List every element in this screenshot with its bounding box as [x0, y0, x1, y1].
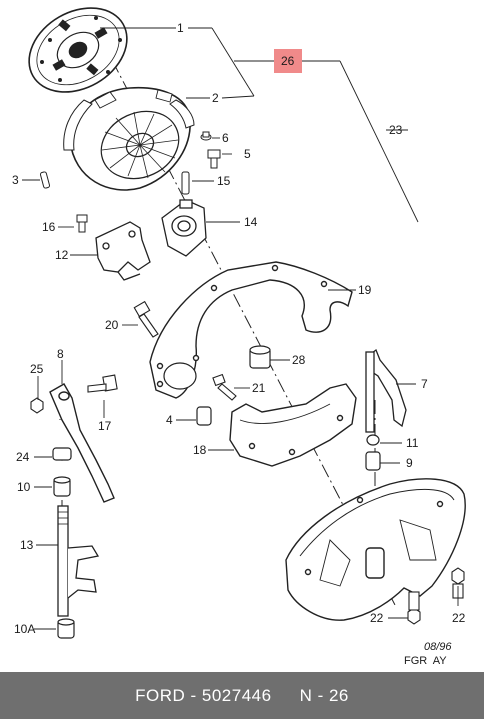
exploded-parts-diagram: 1 2 3 4 5 6 7 8 9 10 10A 11 12 13 14 15 …: [12, 7, 466, 667]
callout-25: 25: [30, 362, 44, 376]
bell-housing: [285, 478, 466, 621]
footer-page: N - 26: [299, 685, 349, 705]
callout-28: 28: [292, 353, 306, 367]
callout-10a: 10A: [14, 622, 35, 636]
pin-11: [366, 434, 380, 446]
release-shaft: [57, 505, 100, 617]
callout-17: 17: [98, 419, 112, 433]
release-clip: [95, 221, 151, 281]
bolt-5: [207, 149, 221, 169]
callout-12: 12: [55, 248, 69, 262]
washer-6: [200, 131, 212, 141]
callout-1: 1: [177, 21, 184, 35]
bushing-24: [52, 447, 72, 461]
callout-26: 26: [281, 54, 295, 68]
callout-10: 10: [17, 480, 31, 494]
callout-20: 20: [105, 318, 119, 332]
callout-15: 15: [217, 174, 231, 188]
callout-leaders: [22, 27, 459, 630]
callout-8: 8: [57, 347, 64, 361]
dowel-pin: [39, 171, 51, 189]
ring-10: [53, 476, 71, 497]
release-bearing: [161, 199, 207, 257]
callout-3: 3: [12, 173, 19, 187]
callout-2: 2: [212, 91, 219, 105]
pin-15: [181, 171, 190, 195]
callout-11: 11: [406, 436, 419, 450]
bolt-21: [212, 373, 237, 401]
callout-4: 4: [166, 413, 173, 427]
callout-16: 16: [42, 220, 56, 234]
callout-5: 5: [244, 147, 251, 161]
bolt-17: [87, 374, 118, 393]
callout-18: 18: [193, 443, 207, 457]
callout-21: 21: [252, 381, 266, 395]
release-lever: [49, 383, 115, 503]
callout-14: 14: [244, 215, 258, 229]
bolt-16: [76, 214, 88, 233]
callout-24: 24: [16, 450, 30, 464]
bolt-22-left: [407, 591, 421, 625]
callout-9: 9: [406, 456, 413, 470]
callout-22-left: 22: [370, 611, 384, 625]
sleeve-4: [196, 406, 212, 426]
callout-22-right: 22: [452, 611, 466, 625]
footer-part-number: FORD - 5027446: [135, 685, 272, 705]
drawing-code: FGR AY: [404, 655, 447, 667]
callout-6: 6: [222, 131, 229, 145]
callout-labels: 1 2 3 4 5 6 7 8 9 10 10A 11 12 13 14 15 …: [12, 21, 466, 636]
cover-plate: [149, 261, 353, 399]
guide-7: [365, 348, 407, 433]
date-code: 08/96: [424, 641, 452, 653]
callout-7: 7: [421, 377, 428, 391]
sleeve-9: [365, 451, 381, 471]
footer-bar: FORD - 5027446 N - 26: [0, 672, 484, 719]
bolt-20: [133, 300, 159, 338]
callout-23: 23: [389, 123, 403, 137]
callout-13: 13: [20, 538, 34, 552]
lower-cover: [229, 383, 357, 467]
pressure-plate: [63, 86, 195, 191]
bushing-10a: [57, 618, 75, 639]
highlight-26-box: [274, 49, 302, 73]
bush-28: [249, 345, 271, 369]
clutch-disc: [28, 7, 128, 93]
callout-19: 19: [358, 283, 372, 297]
bolt-25: [30, 397, 44, 414]
